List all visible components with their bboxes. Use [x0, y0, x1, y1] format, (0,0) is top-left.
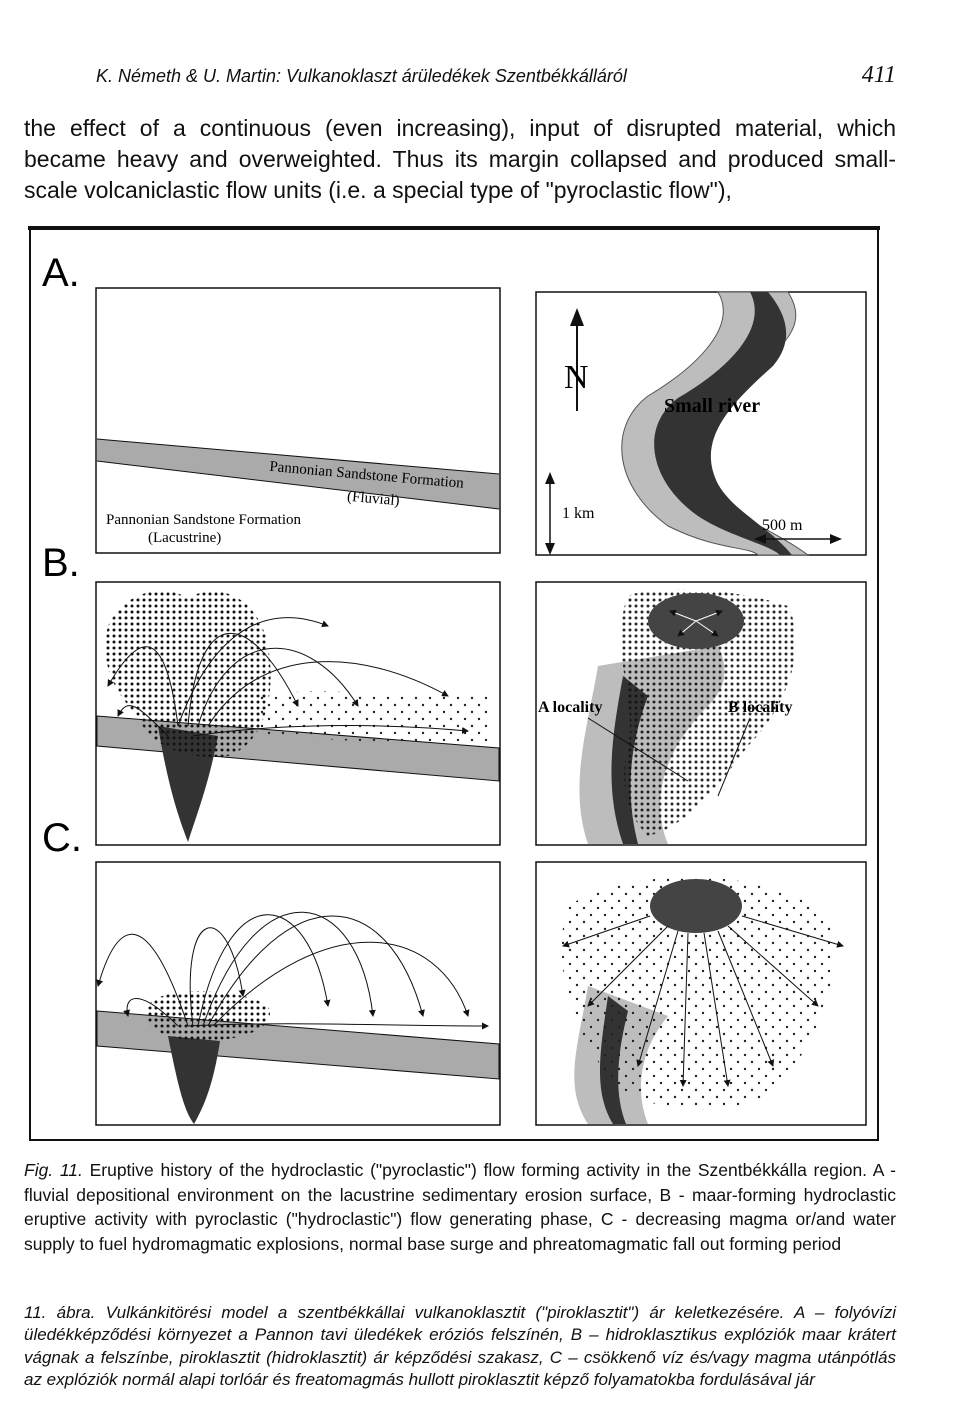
label-scale-1km: 1 km — [562, 505, 595, 522]
label-lacustrine-line1: Pannonian Sandstone Formation — [106, 512, 301, 528]
figure-drawing: A. B. C. Pannonian Sandstone Formation (… — [28, 226, 880, 1141]
label-a-locality: A locality — [538, 699, 602, 716]
panel-a-map: Small river N 1 km 500 m — [535, 291, 867, 556]
panel-c-map — [535, 861, 867, 1126]
label-small-river: Small river — [664, 395, 760, 417]
panel-b-map: A locality B locality — [535, 581, 867, 846]
label-north: N — [564, 359, 589, 396]
label-b-locality: B locality — [728, 699, 792, 716]
caption-english: Fig. 11. Eruptive history of the hydrocl… — [24, 1158, 896, 1256]
caption-hungarian: 11. ábra. Vulkánkitörési model a szentbé… — [24, 1302, 896, 1392]
caption-hungarian-text: Vulkánkitörési model a szentbékkállai vu… — [24, 1303, 897, 1390]
panel-c-cross-section — [95, 861, 501, 1126]
label-fluvial-line2: (Fluvial) — [346, 489, 400, 510]
intro-paragraph: the effect of a continuous (even increas… — [24, 115, 896, 203]
panel-label-b: B. — [42, 541, 80, 585]
label-scale-500m: 500 m — [762, 517, 803, 534]
figure-11: A. B. C. Pannonian Sandstone Formation (… — [28, 226, 880, 1142]
panel-label-a: A. — [42, 251, 80, 295]
caption-english-label: Fig. 11. — [24, 1160, 83, 1180]
panel-label-c: C. — [42, 816, 82, 860]
label-lacustrine-line2: (Lacustrine) — [148, 530, 221, 546]
page-header: K. Németh & U. Martin: Vulkanoklaszt árü… — [96, 62, 896, 92]
caption-hungarian-label: 11. ábra. — [24, 1303, 96, 1322]
running-head: K. Németh & U. Martin: Vulkanoklaszt árü… — [96, 66, 627, 86]
panel-a-cross-section: Pannonian Sandstone Formation (Fluvial) … — [95, 287, 501, 554]
page-number: 411 — [861, 62, 896, 88]
caption-english-text: Eruptive history of the hydroclastic ("p… — [24, 1160, 896, 1254]
panel-b-cross-section — [95, 581, 501, 846]
